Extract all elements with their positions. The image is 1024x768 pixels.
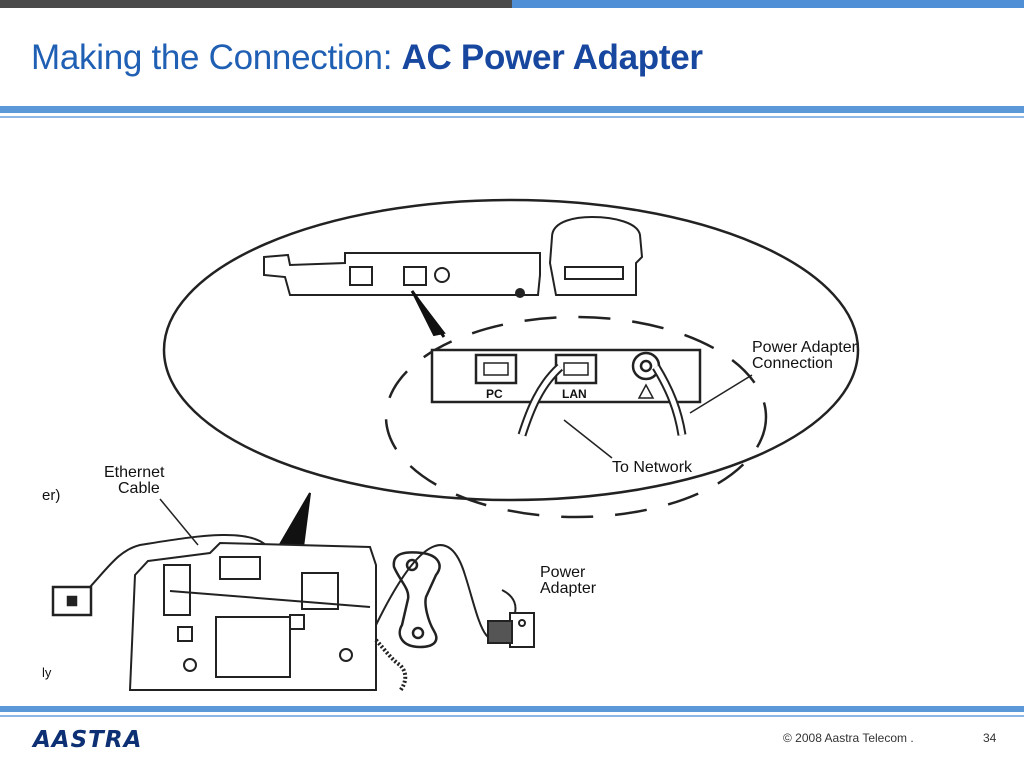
ethernet-cable-label-1: Ethernet [104, 464, 165, 481]
phone-base [128, 541, 377, 691]
page-number: 34 [983, 731, 997, 745]
power-adapter-connection-label-1: Power Adapter [752, 339, 858, 356]
copyright-text: © 2008 Aastra Telecom . [783, 731, 914, 745]
aastra-logo: AASTRA [33, 727, 143, 753]
lan-port-icon [554, 353, 598, 385]
title-emphasis: AC Power Adapter [401, 38, 703, 77]
port-panel [430, 348, 702, 404]
title-prefix: Making the Connection: [31, 38, 402, 77]
phone-top-view [263, 215, 644, 298]
power-adapter-label-2: Adapter [540, 580, 597, 597]
power-jack-icon [631, 351, 661, 381]
wall-jack [51, 585, 93, 617]
partial-left-bottom-label: ly [42, 665, 52, 680]
top-bar-blue [512, 0, 1024, 8]
power-adapter-outlet [487, 612, 535, 648]
footer-divider-thin [0, 715, 1024, 717]
detail-ellipse [162, 198, 860, 502]
partial-left-label: er) [42, 487, 60, 504]
slide-title: Making the Connection: AC Power Adapter [31, 38, 703, 78]
handset [392, 551, 441, 649]
power-cable-line [375, 544, 517, 641]
to-network-label: To Network [612, 459, 693, 476]
dashed-zoom-circle [384, 315, 768, 519]
footer-divider [0, 706, 1024, 712]
port-label-pc: PC [486, 387, 503, 401]
handset-coiled-cord [374, 638, 408, 693]
phone-connection-diagram: PC LAN Power Adapter Connection To Netwo… [42, 198, 860, 693]
header-divider-thin [0, 116, 1024, 118]
header-divider [0, 106, 1024, 113]
warning-triangle-icon [637, 383, 655, 399]
pc-port-icon [474, 353, 518, 385]
top-bar-dark [0, 0, 512, 8]
ethernet-cable-label-2: Cable [118, 480, 160, 497]
ethernet-cable-line [89, 533, 271, 588]
power-adapter-label-1: Power [540, 564, 586, 581]
port-label-lan: LAN [562, 387, 587, 401]
power-adapter-connection-label-2: Connection [752, 355, 833, 372]
